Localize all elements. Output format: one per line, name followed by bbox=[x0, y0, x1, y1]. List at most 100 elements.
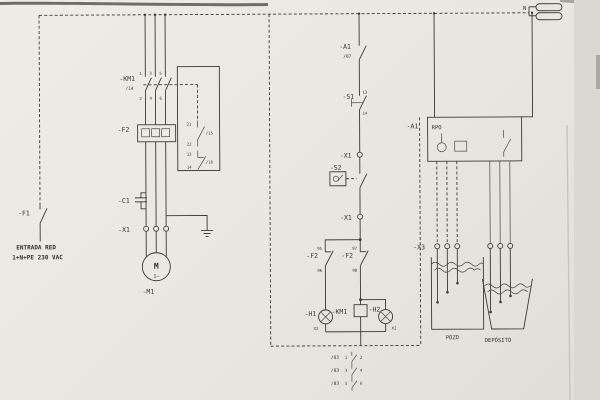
coil-box-icon bbox=[353, 304, 368, 318]
module-relay-icon bbox=[454, 140, 468, 152]
terminal-circle bbox=[507, 242, 514, 249]
neutral-label: N bbox=[523, 6, 526, 12]
row-pin: 5 bbox=[345, 381, 348, 386]
water-line bbox=[434, 267, 481, 273]
terminal-circle bbox=[444, 243, 451, 250]
pin: 5 bbox=[159, 71, 162, 76]
label-deposito: DEPÓSITO bbox=[485, 337, 512, 344]
contactor-km1: -KM1 /14 1 3 5 2 4 6 bbox=[119, 71, 198, 125]
aux-contact-box: 21 22 /15 13 14 /16 bbox=[176, 65, 221, 172]
f2-aux-contact: -F2 97 98 bbox=[341, 246, 369, 273]
coil-km1: -KM1 bbox=[332, 299, 368, 332]
terminal-circle bbox=[434, 243, 441, 250]
motor-m1: M 1~ -M1 bbox=[141, 231, 171, 296]
terminal-circle bbox=[153, 225, 160, 232]
row-pin: 3 bbox=[345, 368, 348, 373]
label-f2-power: -F2 bbox=[118, 126, 130, 134]
contact-cross-ref-table: /83 1 2 /83 3 4 /83 5 6 bbox=[331, 351, 363, 391]
sensor-box bbox=[329, 171, 347, 187]
term-x2: X2 bbox=[314, 326, 319, 331]
tank-deposito: DEPÓSITO bbox=[481, 248, 533, 344]
terminal-circle bbox=[163, 225, 170, 232]
label-a1-contact: -A1 bbox=[339, 43, 351, 51]
wire-lug-icon bbox=[535, 12, 563, 21]
table-row: /83 1 2 bbox=[331, 351, 363, 365]
label-km1: -KM1 bbox=[119, 75, 135, 83]
label-a1-module: -A1 bbox=[407, 122, 419, 130]
pin: 14 bbox=[187, 165, 192, 170]
term-x2: X2 bbox=[392, 325, 397, 330]
scan-streak-top-left bbox=[0, 1, 268, 7]
label-s1: -S1 bbox=[342, 93, 354, 101]
pushbutton-s1: -S1 13 14 bbox=[342, 90, 368, 116]
thermal-relay-f2: -F2 bbox=[118, 124, 177, 227]
module-type: RPO bbox=[432, 125, 442, 131]
tank-pozo: POZO bbox=[430, 248, 485, 341]
pin: 22 bbox=[187, 142, 192, 147]
label-entrada-1: ENTRADA RED bbox=[16, 244, 56, 251]
module-indicator-icon bbox=[436, 142, 447, 153]
pin: 14 bbox=[363, 111, 368, 116]
tank-outline bbox=[430, 257, 485, 330]
row-ref: /83 bbox=[331, 355, 339, 361]
motor-letter: M bbox=[154, 262, 159, 271]
terminal-x1-power: -X1 bbox=[118, 215, 214, 237]
ref-a1: /87 bbox=[343, 54, 351, 60]
motor-phase: 1~ bbox=[153, 274, 159, 280]
row-ref: /83 bbox=[331, 381, 339, 387]
row-pin: 6 bbox=[360, 381, 363, 386]
terminal-x1-upper: -X1 bbox=[340, 152, 363, 160]
thermal-relay-box bbox=[137, 124, 177, 143]
scan-right-strip bbox=[574, 0, 600, 400]
terminal-circle bbox=[487, 243, 494, 249]
capacitor-c1: -C1 bbox=[118, 192, 148, 210]
paper-fold-line bbox=[566, 124, 571, 400]
table-row: /83 3 4 bbox=[331, 364, 363, 378]
label-f1: -F1 bbox=[18, 209, 30, 217]
pin: 95 bbox=[317, 246, 322, 251]
label-entrada-2: 1+N+PE 230 VAC bbox=[12, 254, 63, 261]
f2-nc-contact: -F2 95 96 bbox=[306, 246, 334, 273]
row-pin: 2 bbox=[360, 355, 363, 360]
table-row: /83 5 6 bbox=[331, 377, 363, 391]
row-ref: /83 bbox=[331, 368, 339, 374]
terminal-circle bbox=[497, 243, 504, 249]
tank-outline bbox=[481, 278, 533, 330]
ref: /16 bbox=[206, 159, 214, 164]
label-m1: -M1 bbox=[142, 288, 154, 296]
motor-circle bbox=[141, 252, 171, 282]
label-x1-upper: -X1 bbox=[340, 152, 352, 160]
frame-dashed-border bbox=[38, 11, 534, 347]
pin: 97 bbox=[352, 246, 357, 251]
label-pozo: POZO bbox=[446, 335, 459, 341]
ref-km1: /14 bbox=[125, 86, 133, 92]
label-f2-left: -F2 bbox=[306, 252, 318, 260]
scan-edge-mark bbox=[596, 55, 600, 89]
lamp-h2: -H2 X2 bbox=[360, 299, 397, 332]
terminal-x1-lower: -X1 bbox=[340, 214, 364, 222]
terminal-circle bbox=[454, 243, 461, 250]
label-c1: -C1 bbox=[118, 197, 130, 205]
mains-input-f1: -F1 ENTRADA RED 1+N+PE 230 VAC bbox=[12, 205, 63, 262]
pin: 13 bbox=[187, 152, 192, 157]
pin: 3 bbox=[149, 71, 152, 76]
pin: 6 bbox=[159, 96, 162, 101]
label-f2-right: -F2 bbox=[341, 252, 353, 260]
module-contact-icon bbox=[503, 129, 511, 157]
wire-lug-icon bbox=[535, 3, 563, 12]
module-box bbox=[427, 116, 523, 162]
water-line bbox=[431, 261, 484, 267]
pin: 21 bbox=[187, 122, 192, 127]
neutral-connector: N bbox=[523, 3, 563, 21]
pin: 2 bbox=[139, 96, 142, 101]
pin: 4 bbox=[149, 96, 152, 101]
pin: 98 bbox=[352, 268, 357, 273]
water-line bbox=[487, 289, 528, 295]
water-line bbox=[484, 283, 531, 289]
label-x3: -X3 bbox=[413, 243, 425, 251]
pin: 96 bbox=[317, 268, 322, 273]
label-h1: -H1 bbox=[305, 310, 317, 318]
earth-ground-icon bbox=[201, 230, 214, 237]
